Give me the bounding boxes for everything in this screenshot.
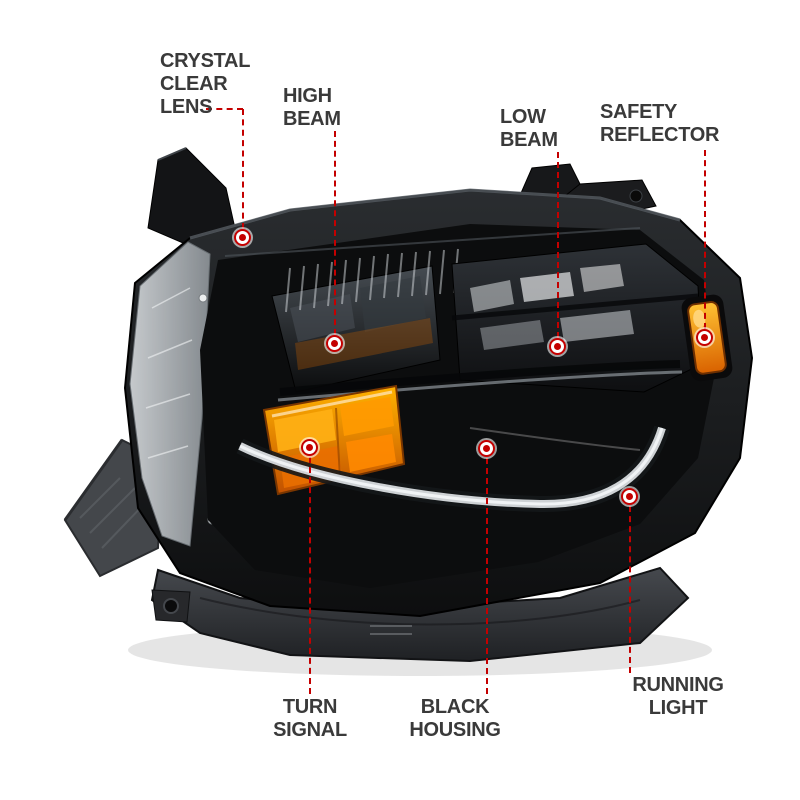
callout-marker-high-beam: [326, 335, 343, 352]
leader-low-beam: [557, 152, 559, 338]
vent-ribs: [285, 248, 459, 313]
leader-safety-reflector: [704, 150, 706, 329]
top-left-fin-edge: [157, 147, 187, 161]
chrome-trim: [277, 370, 683, 402]
lens-specular: [469, 427, 641, 451]
running-light-bar: [236, 425, 670, 513]
label-safety-reflector: SAFETY REFLECTOR: [600, 101, 720, 146]
callout-marker-running-light: [621, 488, 638, 505]
mounting-tab: [151, 589, 191, 623]
callout-marker-low-beam: [549, 338, 566, 355]
leader-crystal-clear-lens-horizontal: [206, 108, 243, 110]
label-high-beam: HIGH BEAM: [283, 85, 341, 130]
callout-marker-safety-reflector: [696, 329, 713, 346]
label-turn-signal: TURN SIGNAL: [273, 696, 347, 741]
headlight-illustration: [63, 147, 754, 676]
low-beam-reflector: [451, 243, 703, 393]
label-black-housing: BLACK HOUSING: [409, 696, 501, 741]
leader-running-light: [629, 506, 631, 673]
leader-crystal-clear-lens-vertical: [242, 109, 244, 229]
callout-marker-crystal-clear-lens: [234, 229, 251, 246]
leader-black-housing: [486, 458, 488, 694]
lens-channel: [279, 360, 681, 396]
leader-high-beam: [334, 131, 336, 335]
label-low-beam: LOW BEAM: [500, 106, 558, 151]
callout-marker-black-housing: [478, 440, 495, 457]
clear-lens-side: [129, 241, 217, 547]
leader-turn-signal: [309, 457, 311, 694]
label-running-light: RUNNING LIGHT: [632, 674, 724, 719]
callout-marker-turn-signal: [301, 439, 318, 456]
inner-top-trim: [224, 227, 641, 257]
housing-top-highlight: [189, 188, 681, 240]
label-crystal-clear-lens: CRYSTAL CLEAR LENS: [160, 50, 251, 118]
